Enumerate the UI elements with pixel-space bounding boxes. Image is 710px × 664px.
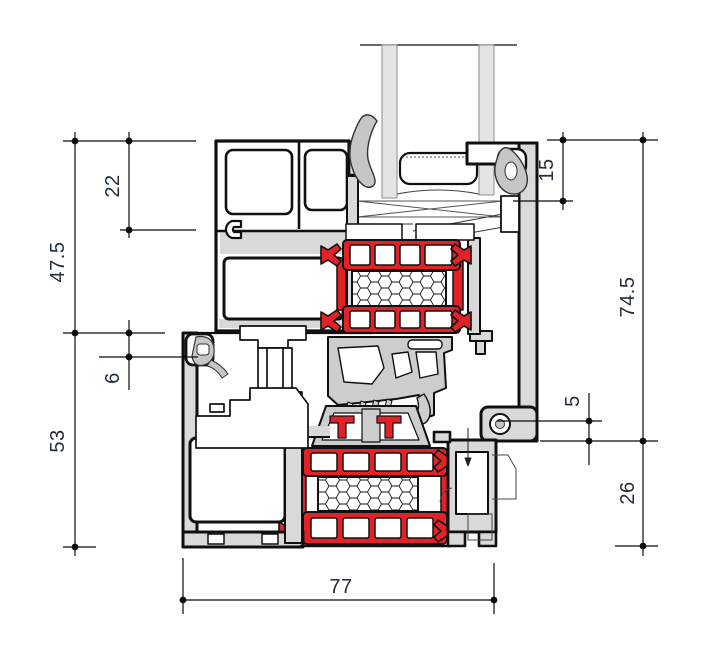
dim-right-5: 5 (562, 395, 584, 407)
dim-bottom-77: 77 (329, 576, 352, 598)
setting-block (356, 200, 504, 218)
dim-right-15: 15 (536, 158, 558, 181)
bottom-frame (181, 325, 452, 549)
outer-frame-right (465, 141, 539, 443)
thermal-break-upper (320, 223, 481, 335)
dim-right-26: 26 (617, 481, 639, 504)
frame-chamber-main (188, 436, 287, 524)
dim-right-74-5: 74.5 (617, 277, 639, 318)
glazing-spacer-bar (398, 151, 479, 186)
frame-mid-bracket (469, 330, 493, 355)
glass-edge-curve (396, 189, 480, 195)
insulation-foam-lower (317, 476, 419, 512)
glazing-bridge (311, 405, 431, 447)
sash-chamber (455, 451, 489, 515)
frame-chamber-1 (224, 148, 294, 216)
outer-frame-head (214, 139, 366, 333)
frame-chamber-2 (303, 148, 349, 212)
glazing-gasket-right (494, 147, 528, 195)
frame-hook (224, 219, 243, 240)
dim-left-53: 53 (47, 429, 69, 452)
dimension-annotations: 47.5 22 6 53 15 74.5 5 26 77 (47, 132, 658, 614)
glass-pane-outer (478, 44, 495, 196)
dimension-labels: 47.5 22 6 53 15 74.5 5 26 77 (47, 158, 639, 598)
frame-bottom-end (479, 405, 539, 443)
dim-left-6: 6 (102, 372, 124, 384)
glazing-gasket-left (349, 114, 378, 188)
sash-bottom-right (432, 428, 517, 548)
insulation-foam-upper (351, 270, 447, 307)
dimension-dots (71, 136, 647, 604)
dim-left-47-5: 47.5 (47, 242, 69, 283)
screw-outline (439, 454, 517, 541)
central-isolator (327, 336, 453, 427)
thermal-break-lower (278, 447, 455, 545)
bridge-clip-red (329, 415, 402, 439)
dim-left-22: 22 (102, 174, 124, 197)
section-arrow (464, 428, 472, 467)
glass-pane-inner (381, 44, 398, 199)
hardware-keeper (195, 325, 309, 449)
frame-chamber-3 (222, 256, 345, 321)
frame-step (500, 195, 520, 233)
